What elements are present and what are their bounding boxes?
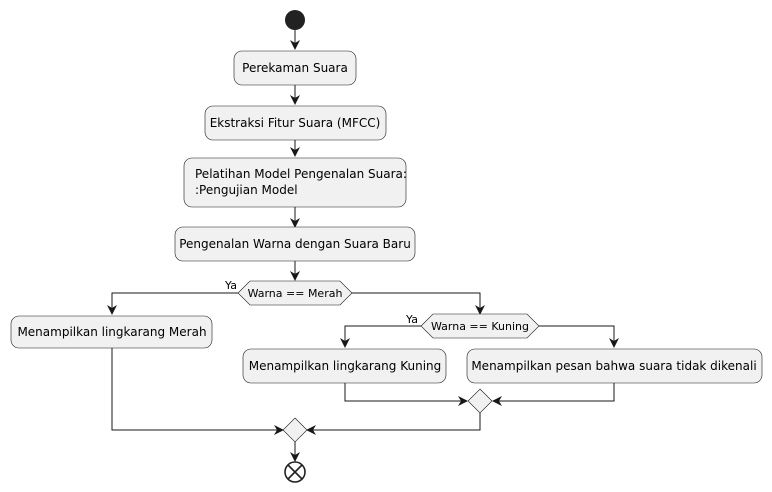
decision-yellow: Warna == Kuning Ya	[405, 313, 540, 339]
action-show-red-circle: Menampilkan lingkarang Merah	[10, 315, 213, 349]
action-show-red-circle-label: Menampilkan lingkarang Merah	[17, 325, 206, 339]
action-recording: Perekaman Suara	[233, 50, 357, 86]
edge-unknown-to-merge2	[492, 383, 615, 406]
action-color-recognition-label: Pengenalan Warna dengan Suara Baru	[179, 237, 411, 251]
decision-red: Warna == Merah Ya	[224, 279, 353, 306]
decision-yellow-label: Warna == Kuning	[431, 320, 529, 333]
decision-red-label: Warna == Merah	[248, 287, 343, 300]
action-feature-extraction: Ekstraksi Fitur Suara (MFCC)	[204, 105, 387, 141]
action-color-recognition: Pengenalan Warna dengan Suara Baru	[174, 226, 416, 262]
edge-merge2-to-merge1	[306, 413, 481, 435]
decision-yellow-yes-guard: Ya	[405, 313, 418, 326]
decision-red-yes-guard: Ya	[224, 279, 237, 292]
action-model-training-label-line1: Pelatihan Model Pengenalan Suara:	[195, 167, 407, 181]
edges	[107, 30, 619, 462]
edge-decision1-yes	[107, 292, 238, 315]
action-recording-label: Perekaman Suara	[242, 61, 348, 75]
edge-merah-to-merge1	[111, 348, 284, 435]
end-node	[284, 461, 306, 483]
action-show-unknown-message-label: Menampilkan pesan bahwa suara tidak dike…	[471, 359, 756, 373]
merge-outer	[282, 417, 308, 443]
edge-decision2-no	[539, 325, 619, 348]
action-feature-extraction-label: Ekstraksi Fitur Suara (MFCC)	[210, 116, 381, 130]
action-show-yellow-circle-label: Menampilkan lingkarang Kuning	[249, 359, 442, 373]
edge-decision2-yes	[340, 325, 421, 348]
start-node	[285, 10, 305, 30]
edge-kuning-to-merge2	[344, 383, 468, 406]
action-model-training: Pelatihan Model Pengenalan Suara: :Pengu…	[183, 157, 407, 208]
edge-decision1-no	[352, 292, 485, 315]
merge-inner	[467, 388, 493, 414]
action-model-training-label-line2: :Pengujian Model	[195, 183, 298, 197]
action-show-yellow-circle: Menampilkan lingkarang Kuning	[242, 348, 447, 384]
action-show-unknown-message: Menampilkan pesan bahwa suara tidak dike…	[466, 348, 763, 384]
